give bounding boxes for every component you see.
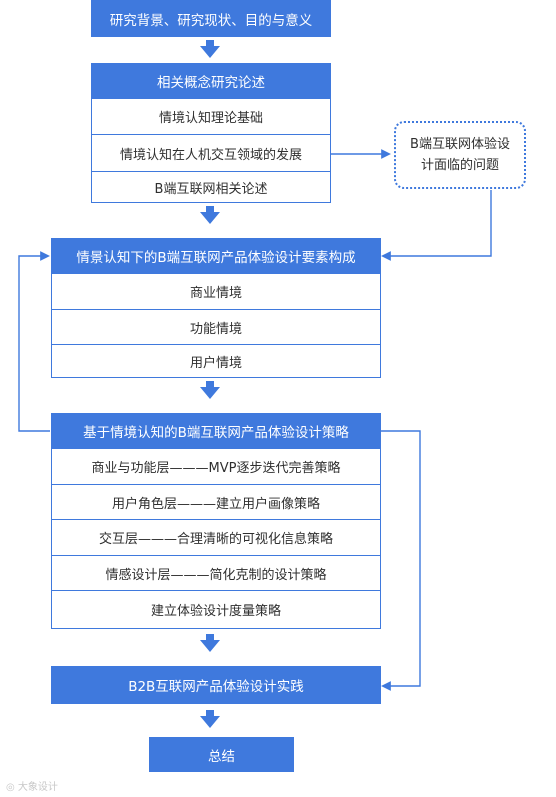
block3-title: 情景认知下的B端互联网产品体验设计要素构成 bbox=[76, 250, 356, 266]
block4-item-4: 情感设计层———简化克制的设计策略 bbox=[51, 556, 381, 591]
side-note-problems: B端互联网体验设计面临的问题 bbox=[394, 121, 526, 189]
block4-title: 基于情境认知的B端互联网产品体验设计策略 bbox=[83, 425, 349, 441]
block3-item-3: 用户情境 bbox=[51, 345, 381, 378]
down-arrows bbox=[200, 40, 220, 728]
down-arrow-1 bbox=[200, 40, 220, 58]
block3-item-2: 功能情境 bbox=[51, 310, 381, 345]
block2-item-2-label: 情境认知在人机交互领域的发展 bbox=[119, 147, 302, 163]
block4-header: 基于情境认知的B端互联网产品体验设计策略 bbox=[51, 413, 381, 449]
block4-item-3: 交互层———合理清晰的可视化信息策略 bbox=[51, 520, 381, 556]
block3-item-1: 商业情境 bbox=[51, 274, 381, 310]
block2-item-2: 情境认知在人机交互领域的发展 bbox=[91, 135, 331, 172]
watermark-icon: ◎ bbox=[6, 782, 18, 793]
down-arrow-2 bbox=[200, 206, 220, 224]
block4-item-4-label: 情感设计层———简化克制的设计策略 bbox=[105, 567, 327, 583]
block2-item-1: 情境认知理论基础 bbox=[91, 99, 331, 135]
watermark-text: 大象设计 bbox=[17, 782, 58, 793]
block4-item-1: 商业与功能层———MVP逐步迭代完善策略 bbox=[51, 449, 381, 485]
down-arrow-4 bbox=[200, 634, 220, 652]
block5-title: B2B互联网产品体验设计实践 bbox=[128, 679, 304, 695]
block6-title: 总结 bbox=[208, 748, 235, 765]
block3-item-3-label: 用户情境 bbox=[189, 355, 242, 371]
watermark: ◎ 大象设计 bbox=[6, 778, 58, 793]
block4-item-2: 用户角色层———建立用户画像策略 bbox=[51, 485, 381, 520]
block4-item-2-label: 用户角色层———建立用户画像策略 bbox=[111, 496, 320, 512]
block4-item-3-label: 交互层———合理清晰的可视化信息策略 bbox=[98, 532, 333, 547]
block3-item-1-label: 商业情境 bbox=[189, 286, 242, 301]
arrow-block4-to-block5 bbox=[381, 430, 421, 691]
block2-item-3: B端互联网相关论述 bbox=[91, 172, 331, 203]
block5-practice: B2B互联网产品体验设计实践 bbox=[51, 666, 381, 704]
block1-research-background: 研究背景、研究现状、目的与意义 bbox=[91, 0, 331, 37]
block6-summary: 总结 bbox=[149, 737, 294, 772]
down-arrow-5 bbox=[200, 710, 220, 728]
block4-item-1-label: 商业与功能层———MVP逐步迭代完善策略 bbox=[91, 461, 341, 476]
down-arrow-3 bbox=[200, 381, 220, 399]
block4-item-5-label: 建立体验设计度量策略 bbox=[150, 604, 281, 619]
side-note-text: B端互联网体验设计面临的问题 bbox=[410, 137, 510, 173]
block3-header: 情景认知下的B端互联网产品体验设计要素构成 bbox=[51, 238, 381, 274]
arrow-loop-left bbox=[18, 251, 50, 432]
block2-title: 相关概念研究论述 bbox=[157, 75, 265, 91]
block1-title: 研究背景、研究现状、目的与意义 bbox=[109, 12, 313, 29]
block3-item-2-label: 功能情境 bbox=[189, 321, 242, 337]
block2-item-3-label: B端互联网相关论述 bbox=[154, 181, 268, 197]
block2-header: 相关概念研究论述 bbox=[91, 63, 331, 99]
block2-item-1-label: 情境认知理论基础 bbox=[158, 111, 263, 126]
arrow-side-note-to-block3 bbox=[381, 190, 492, 261]
block4-item-5: 建立体验设计度量策略 bbox=[51, 591, 381, 629]
